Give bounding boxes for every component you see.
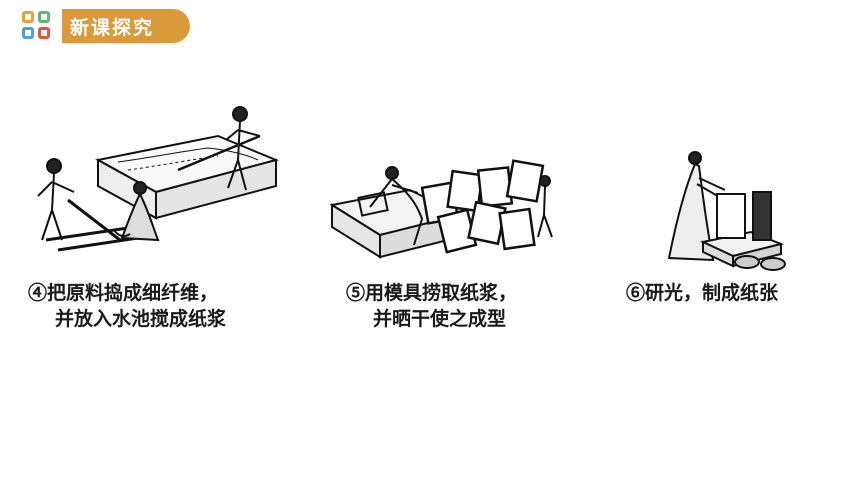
- step-4-caption: ④把原料捣成细纤维， 并放入水池搅成纸浆: [28, 280, 226, 332]
- step-6-line1: ⑥研光，制成纸张: [626, 282, 779, 304]
- section-title-badge: 新课探究: [62, 9, 190, 43]
- polishing-paper-illustration: [667, 151, 786, 271]
- mold-drying-illustration: [330, 159, 553, 259]
- step-5-line1: ⑤用模具捞取纸浆，: [346, 282, 518, 304]
- step-4-line1: ④把原料捣成细纤维，: [28, 282, 219, 304]
- step-4-line2: 并放入水池搅成纸浆: [55, 308, 227, 330]
- section-logo-icon: [22, 11, 58, 47]
- step-5-caption: ⑤用模具捞取纸浆， 并晒干使之成型: [346, 280, 517, 332]
- section-title: 新课探究: [70, 16, 155, 39]
- step-5-line2: 并晒干使之成型: [373, 308, 507, 330]
- step-6-caption: ⑥研光，制成纸张: [626, 280, 778, 306]
- pulp-mixing-illustration: [37, 106, 280, 252]
